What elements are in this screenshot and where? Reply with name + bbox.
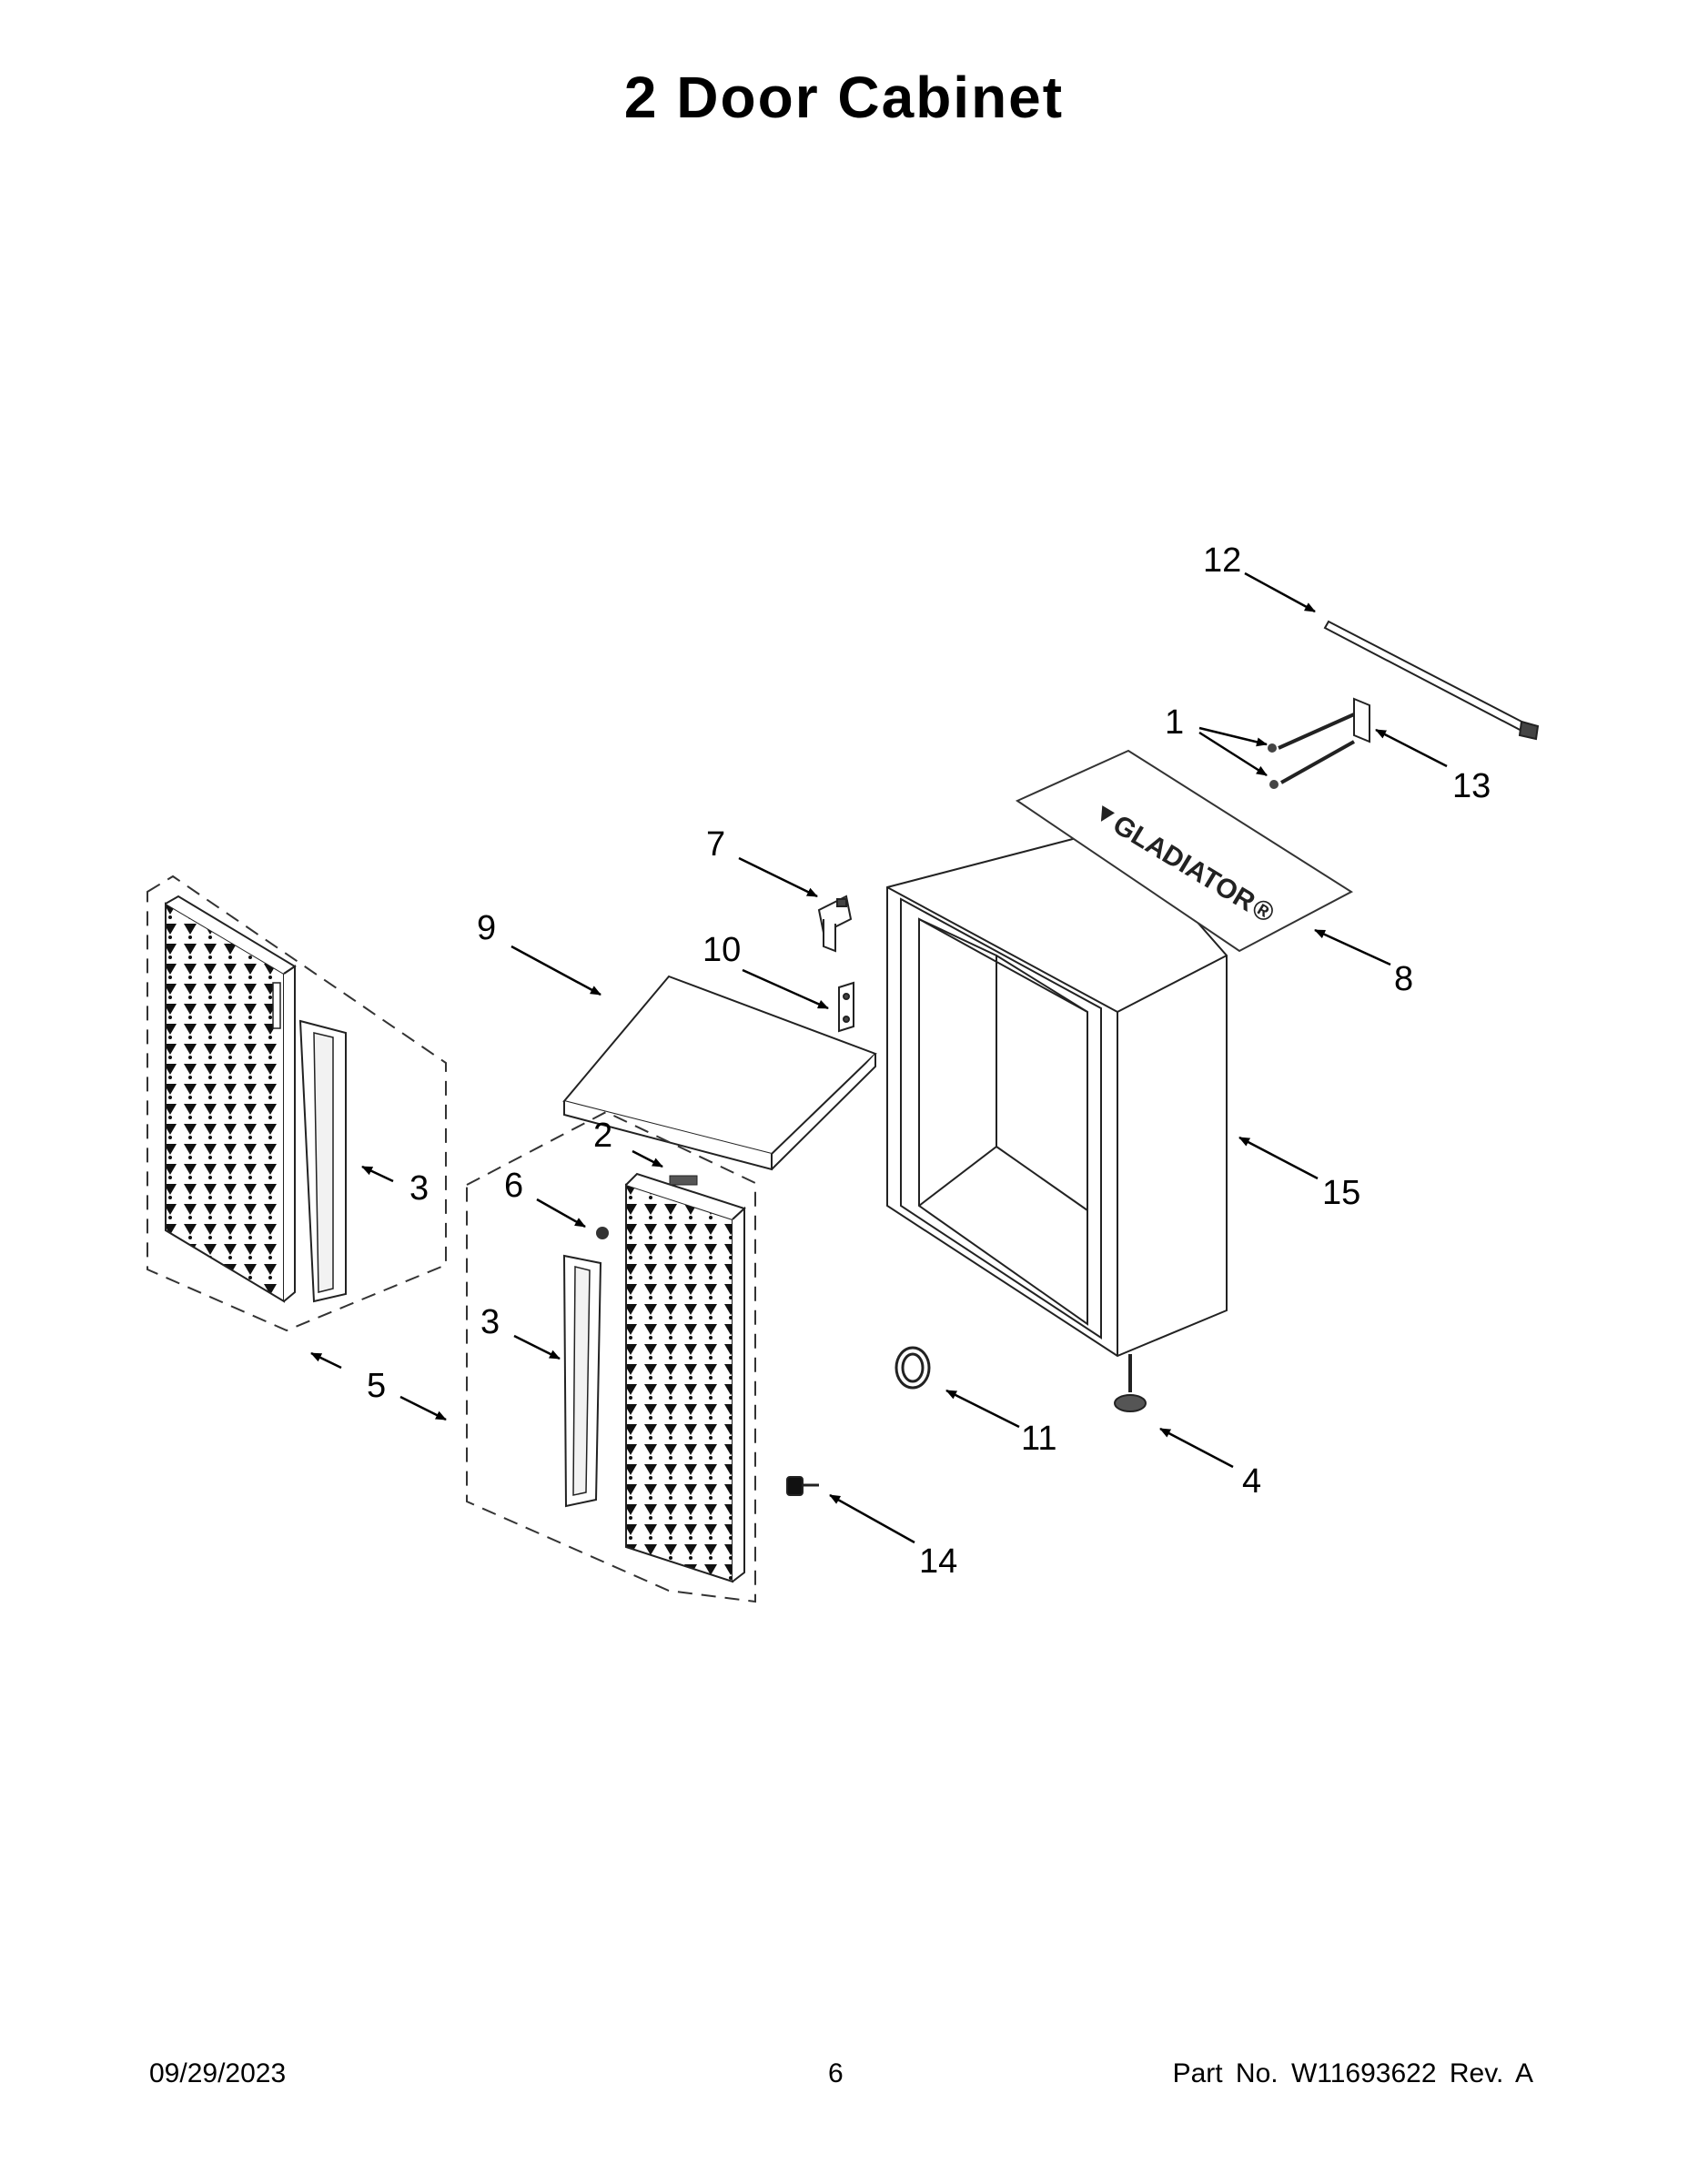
mounting-strap bbox=[1323, 620, 1540, 741]
left-door-assembly bbox=[147, 875, 447, 1332]
callout-9: 9 bbox=[477, 909, 496, 947]
cabinet-box bbox=[886, 826, 1228, 1358]
screws bbox=[1268, 743, 1279, 789]
callout-15: 15 bbox=[1322, 1174, 1360, 1212]
callout-7: 7 bbox=[706, 825, 725, 864]
door-catch bbox=[596, 1227, 609, 1239]
hinge bbox=[817, 895, 853, 953]
footer-page-number: 6 bbox=[828, 2058, 844, 2088]
gladiator-logo-icon bbox=[1100, 805, 1116, 822]
callout-3-right: 3 bbox=[480, 1303, 500, 1341]
badge bbox=[669, 1175, 698, 1186]
right-door-assembly bbox=[466, 1110, 756, 1603]
footer-part-number: Part No. W11693622 Rev. A bbox=[1172, 2058, 1533, 2088]
callout-3-left: 3 bbox=[409, 1169, 429, 1208]
footer-date: 09/29/2023 bbox=[149, 2058, 287, 2088]
hinge-plate bbox=[838, 981, 854, 1033]
key-lock bbox=[786, 1476, 819, 1496]
callout-labels: 12 1 13 7 8 9 10 15 2 6 3 3 5 11 4 14 bbox=[367, 541, 1491, 1581]
leader-arrows bbox=[310, 571, 1448, 1544]
page-title: 2 Door Cabinet bbox=[623, 65, 1065, 130]
callout-6: 6 bbox=[504, 1167, 523, 1205]
callout-5: 5 bbox=[367, 1367, 386, 1405]
callout-11: 11 bbox=[1021, 1420, 1056, 1458]
wall-bracket bbox=[1278, 697, 1370, 784]
callout-2: 2 bbox=[593, 1117, 612, 1155]
callout-4: 4 bbox=[1242, 1462, 1261, 1501]
shelf bbox=[562, 975, 877, 1171]
callout-12: 12 bbox=[1203, 541, 1241, 580]
callout-14: 14 bbox=[919, 1542, 957, 1581]
callout-10: 10 bbox=[702, 931, 741, 969]
callout-8: 8 bbox=[1394, 960, 1413, 998]
callout-13: 13 bbox=[1452, 767, 1491, 805]
leveling-foot bbox=[1114, 1354, 1147, 1412]
callout-1: 1 bbox=[1165, 703, 1184, 742]
hole-plug bbox=[895, 1346, 931, 1390]
